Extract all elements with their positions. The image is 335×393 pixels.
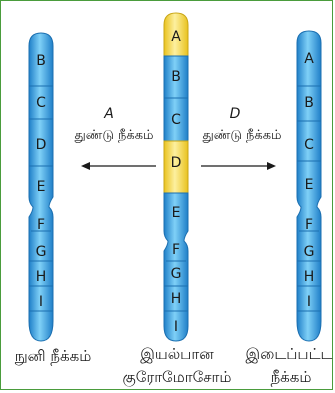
arrow-head-right <box>267 162 276 170</box>
terminal-deletion-arrow: A துண்டு நீக்கம் <box>75 106 156 170</box>
band-d: D <box>36 137 47 153</box>
arrow-caption: துண்டு நீக்கம் <box>203 128 282 143</box>
band-i: I <box>39 294 43 310</box>
band-g: G <box>171 266 182 282</box>
band-f: F <box>305 217 313 233</box>
band-d: D <box>171 155 182 171</box>
interstitial-caption-line2: நீக்கம் <box>271 368 312 386</box>
band-h: H <box>304 269 315 285</box>
band-i: I <box>307 294 311 310</box>
band-e: E <box>305 177 314 193</box>
deleted-segment-letter: D <box>230 106 241 122</box>
band-c: C <box>36 95 46 111</box>
band-b: B <box>36 53 46 69</box>
terminal-deletion-caption: நுனி நீக்கம் <box>15 347 92 365</box>
normal-caption-line1: இயல்பான <box>140 345 214 363</box>
arrow-head-left <box>81 162 90 170</box>
normal-chromosome: A B C D E F G H I <box>164 13 188 341</box>
band-h: H <box>171 291 182 307</box>
band-g: G <box>36 244 47 260</box>
band-g: G <box>304 244 315 260</box>
band-h: H <box>36 269 47 285</box>
band-a: A <box>304 51 314 67</box>
interstitial-deletion-arrow: D துண்டு நீக்கம் <box>201 106 281 170</box>
band-c: C <box>171 112 181 128</box>
interstitial-deletion-chromosome: A B C E F G H I <box>297 31 321 341</box>
band-e: E <box>37 179 46 195</box>
band-a: A <box>171 29 181 45</box>
band-i: I <box>174 319 178 335</box>
terminal-deletion-chromosome: B C D E F G H I <box>29 33 53 341</box>
deleted-segment-letter: A <box>103 106 114 122</box>
band-f: F <box>37 217 45 233</box>
band-e: E <box>172 205 181 221</box>
band-b: B <box>304 95 314 111</box>
band-c: C <box>304 137 314 153</box>
normal-caption-line2: குரோமோசோம் <box>123 368 232 387</box>
band-f: F <box>172 242 180 258</box>
band-b: B <box>171 69 181 85</box>
arrow-caption: துண்டு நீக்கம் <box>75 128 154 143</box>
interstitial-caption-line1: இடைப்பட்ட <box>246 345 333 363</box>
